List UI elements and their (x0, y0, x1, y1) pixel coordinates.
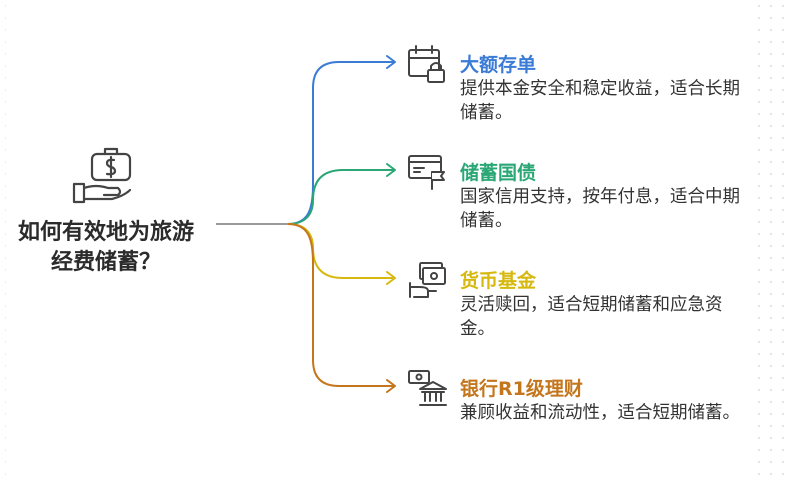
branch-title: 货币基金 (460, 270, 537, 292)
central-title-line-2: 经费储蓄？ (50, 250, 161, 275)
branch-description: 灵活赎回，适合短期储蓄和应急资金。 (460, 295, 723, 339)
dot-grid-left (0, 0, 6, 477)
arrowhead-3 (386, 271, 396, 285)
branch-description: 国家信用支持，按年付息，适合中期储蓄。 (460, 187, 740, 231)
arrowhead-1 (386, 55, 396, 69)
branch-description: 提供本金安全和稳定收益，适合长期储蓄。 (460, 79, 740, 123)
central-question: 如何有效地为旅游 经费储蓄？ (0, 218, 212, 278)
branch-title: 储蓄国债 (460, 162, 537, 184)
central-title-line-1: 如何有效地为旅游 (17, 220, 194, 245)
connector-2 (287, 169, 394, 225)
hand-holding-money-bag-icon (68, 146, 136, 212)
arrowhead-4 (386, 379, 396, 393)
branch-title: 银行R1级理财 (460, 378, 583, 400)
branch-description: 兼顾收益和流动性，适合短期储蓄。 (460, 403, 740, 423)
branch-title: 大额存单 (460, 54, 537, 76)
bank-money-icon (406, 367, 448, 409)
hand-cash-icon (406, 259, 448, 301)
calendar-lock-icon (406, 43, 448, 85)
certificate-flag-icon (406, 151, 448, 193)
dot-grid-right (753, 0, 793, 477)
arrowhead-2 (386, 163, 396, 177)
connector-3 (287, 223, 394, 279)
connector-1 (287, 61, 394, 225)
connector-4 (287, 223, 394, 387)
